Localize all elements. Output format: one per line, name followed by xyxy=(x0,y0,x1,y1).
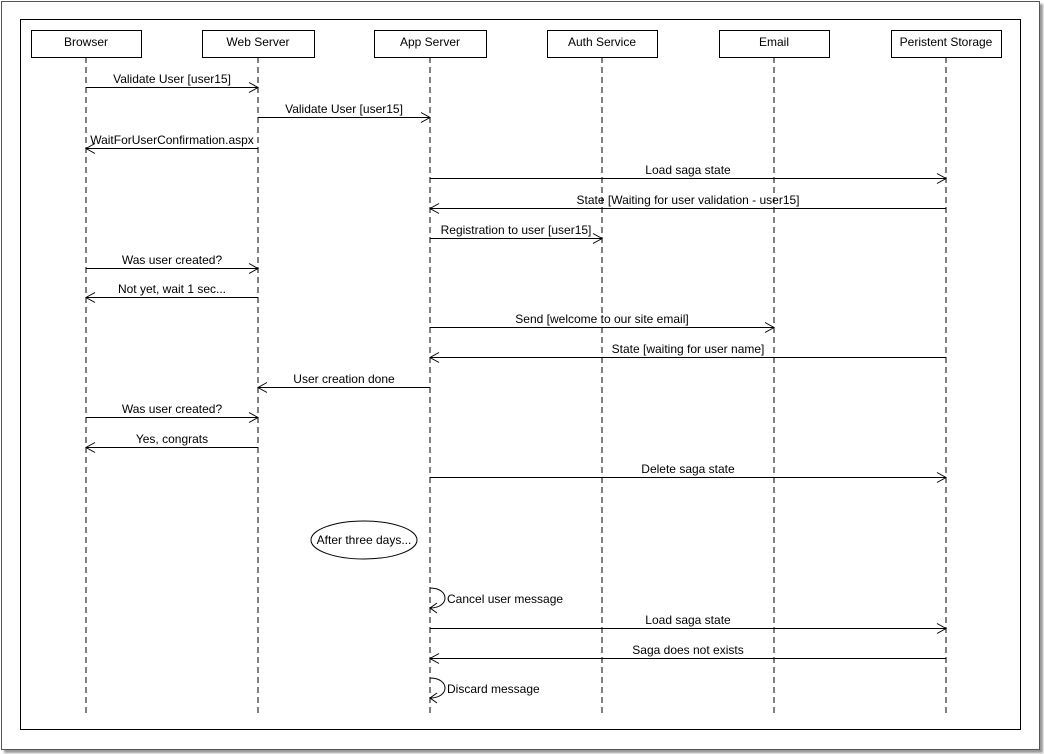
message-label-1: Validate User [user15] xyxy=(285,102,403,116)
participant-box-auth xyxy=(547,30,658,58)
participant-box-email xyxy=(719,30,830,58)
message-label-12: Yes, congrats xyxy=(136,432,208,446)
participant-label-web: Web Server xyxy=(226,35,289,49)
message-label-17: Saga does not exists xyxy=(632,643,743,657)
message-label-6: Was user created? xyxy=(122,253,223,267)
message-label-16: Load saga state xyxy=(645,613,731,627)
message-label-5: Registration to user [user15] xyxy=(441,223,592,237)
participant-label-storage: Peristent Storage xyxy=(900,35,993,49)
diagram-inner-frame xyxy=(20,19,1021,730)
self-message-15 xyxy=(429,587,446,609)
message-label-10: User creation done xyxy=(293,372,395,386)
message-arrowhead-0 xyxy=(248,82,260,93)
message-label-9: State [waiting for user name] xyxy=(612,342,765,356)
participant-box-web xyxy=(202,30,315,58)
participant-label-email: Email xyxy=(759,35,789,49)
message-arrowhead-16 xyxy=(936,623,948,634)
note-ellipse xyxy=(310,520,418,560)
message-arrowhead-2 xyxy=(84,143,96,154)
participant-label-auth: Auth Service xyxy=(568,35,636,49)
message-arrowhead-9 xyxy=(428,352,440,363)
message-arrowhead-13 xyxy=(936,472,948,483)
participant-label-app: App Server xyxy=(400,35,460,49)
message-arrowhead-3 xyxy=(936,173,948,184)
self-message-arrowhead-15 xyxy=(429,602,438,614)
participant-label-browser: Browser xyxy=(64,35,108,49)
message-label-11: Was user created? xyxy=(122,402,223,416)
participant-box-storage xyxy=(891,30,1002,58)
message-arrowhead-8 xyxy=(764,322,776,333)
self-message-label-15: Cancel user message xyxy=(447,592,563,606)
self-message-18 xyxy=(429,677,446,699)
message-arrowhead-11 xyxy=(248,412,260,423)
message-label-2: WaitForUserConfirmation.aspx xyxy=(90,133,254,147)
message-arrowhead-1 xyxy=(420,112,432,123)
self-message-arrowhead-18 xyxy=(429,692,438,704)
message-arrowhead-17 xyxy=(428,653,440,664)
message-arrowhead-10 xyxy=(256,382,268,393)
message-label-4: State [Waiting for user validation - use… xyxy=(577,193,800,207)
message-arrowhead-5 xyxy=(592,233,604,244)
self-message-label-18: Discard message xyxy=(447,682,540,696)
message-arrowhead-7 xyxy=(84,292,96,303)
note-label: After three days... xyxy=(317,533,412,547)
message-label-8: Send [welcome to our site email] xyxy=(515,312,688,326)
participant-box-browser xyxy=(31,30,142,58)
message-label-3: Load saga state xyxy=(645,163,731,177)
message-arrowhead-6 xyxy=(248,263,260,274)
message-arrowhead-12 xyxy=(84,442,96,453)
message-label-7: Not yet, wait 1 sec... xyxy=(118,282,226,296)
participant-box-app xyxy=(374,30,487,58)
message-label-13: Delete saga state xyxy=(641,462,735,476)
message-label-0: Validate User [user15] xyxy=(113,72,231,86)
message-arrowhead-4 xyxy=(428,203,440,214)
